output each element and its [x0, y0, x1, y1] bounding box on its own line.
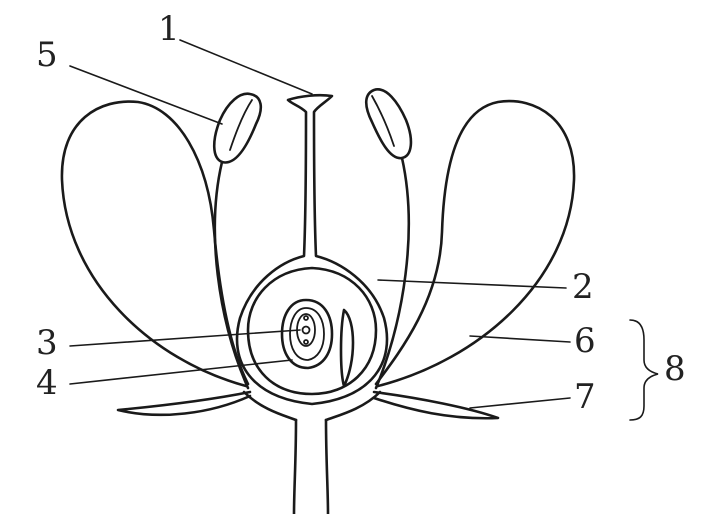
sepal-left [116, 390, 252, 417]
leader-5 [69, 65, 223, 125]
label-3: 3 [36, 323, 58, 363]
anther-right-groove [371, 95, 395, 147]
label-1: 1 [158, 9, 180, 49]
leader-1 [179, 39, 313, 95]
leader-7 [469, 397, 571, 409]
label-8: 8 [664, 349, 686, 389]
receptacle [242, 390, 382, 422]
funicle [339, 308, 355, 388]
label-5: 5 [36, 35, 58, 75]
sepal-right [372, 390, 500, 420]
anther-left [212, 92, 263, 164]
ovule [280, 298, 334, 370]
leader-3 [69, 329, 301, 347]
leader-6 [469, 335, 571, 343]
ovary-wall [246, 266, 378, 396]
label-6: 6 [574, 321, 596, 361]
anther-left-groove [229, 99, 253, 151]
brace-8 [629, 319, 659, 421]
polar-nucleus-top [303, 315, 309, 321]
filament-right [374, 156, 410, 390]
leader-2 [377, 279, 567, 289]
label-7: 7 [574, 377, 596, 417]
pedicel [292, 418, 330, 514]
polar-nucleus-bottom [303, 339, 309, 345]
leader-4 [69, 359, 293, 385]
label-2: 2 [572, 267, 594, 307]
label-4: 4 [36, 363, 58, 403]
egg-cell [301, 325, 311, 335]
petal-right [374, 99, 576, 388]
filament-left [213, 160, 250, 390]
anther-right [364, 88, 413, 160]
ovule-integument [289, 307, 325, 361]
petal-left [60, 100, 250, 388]
pistil-outer [235, 93, 389, 406]
